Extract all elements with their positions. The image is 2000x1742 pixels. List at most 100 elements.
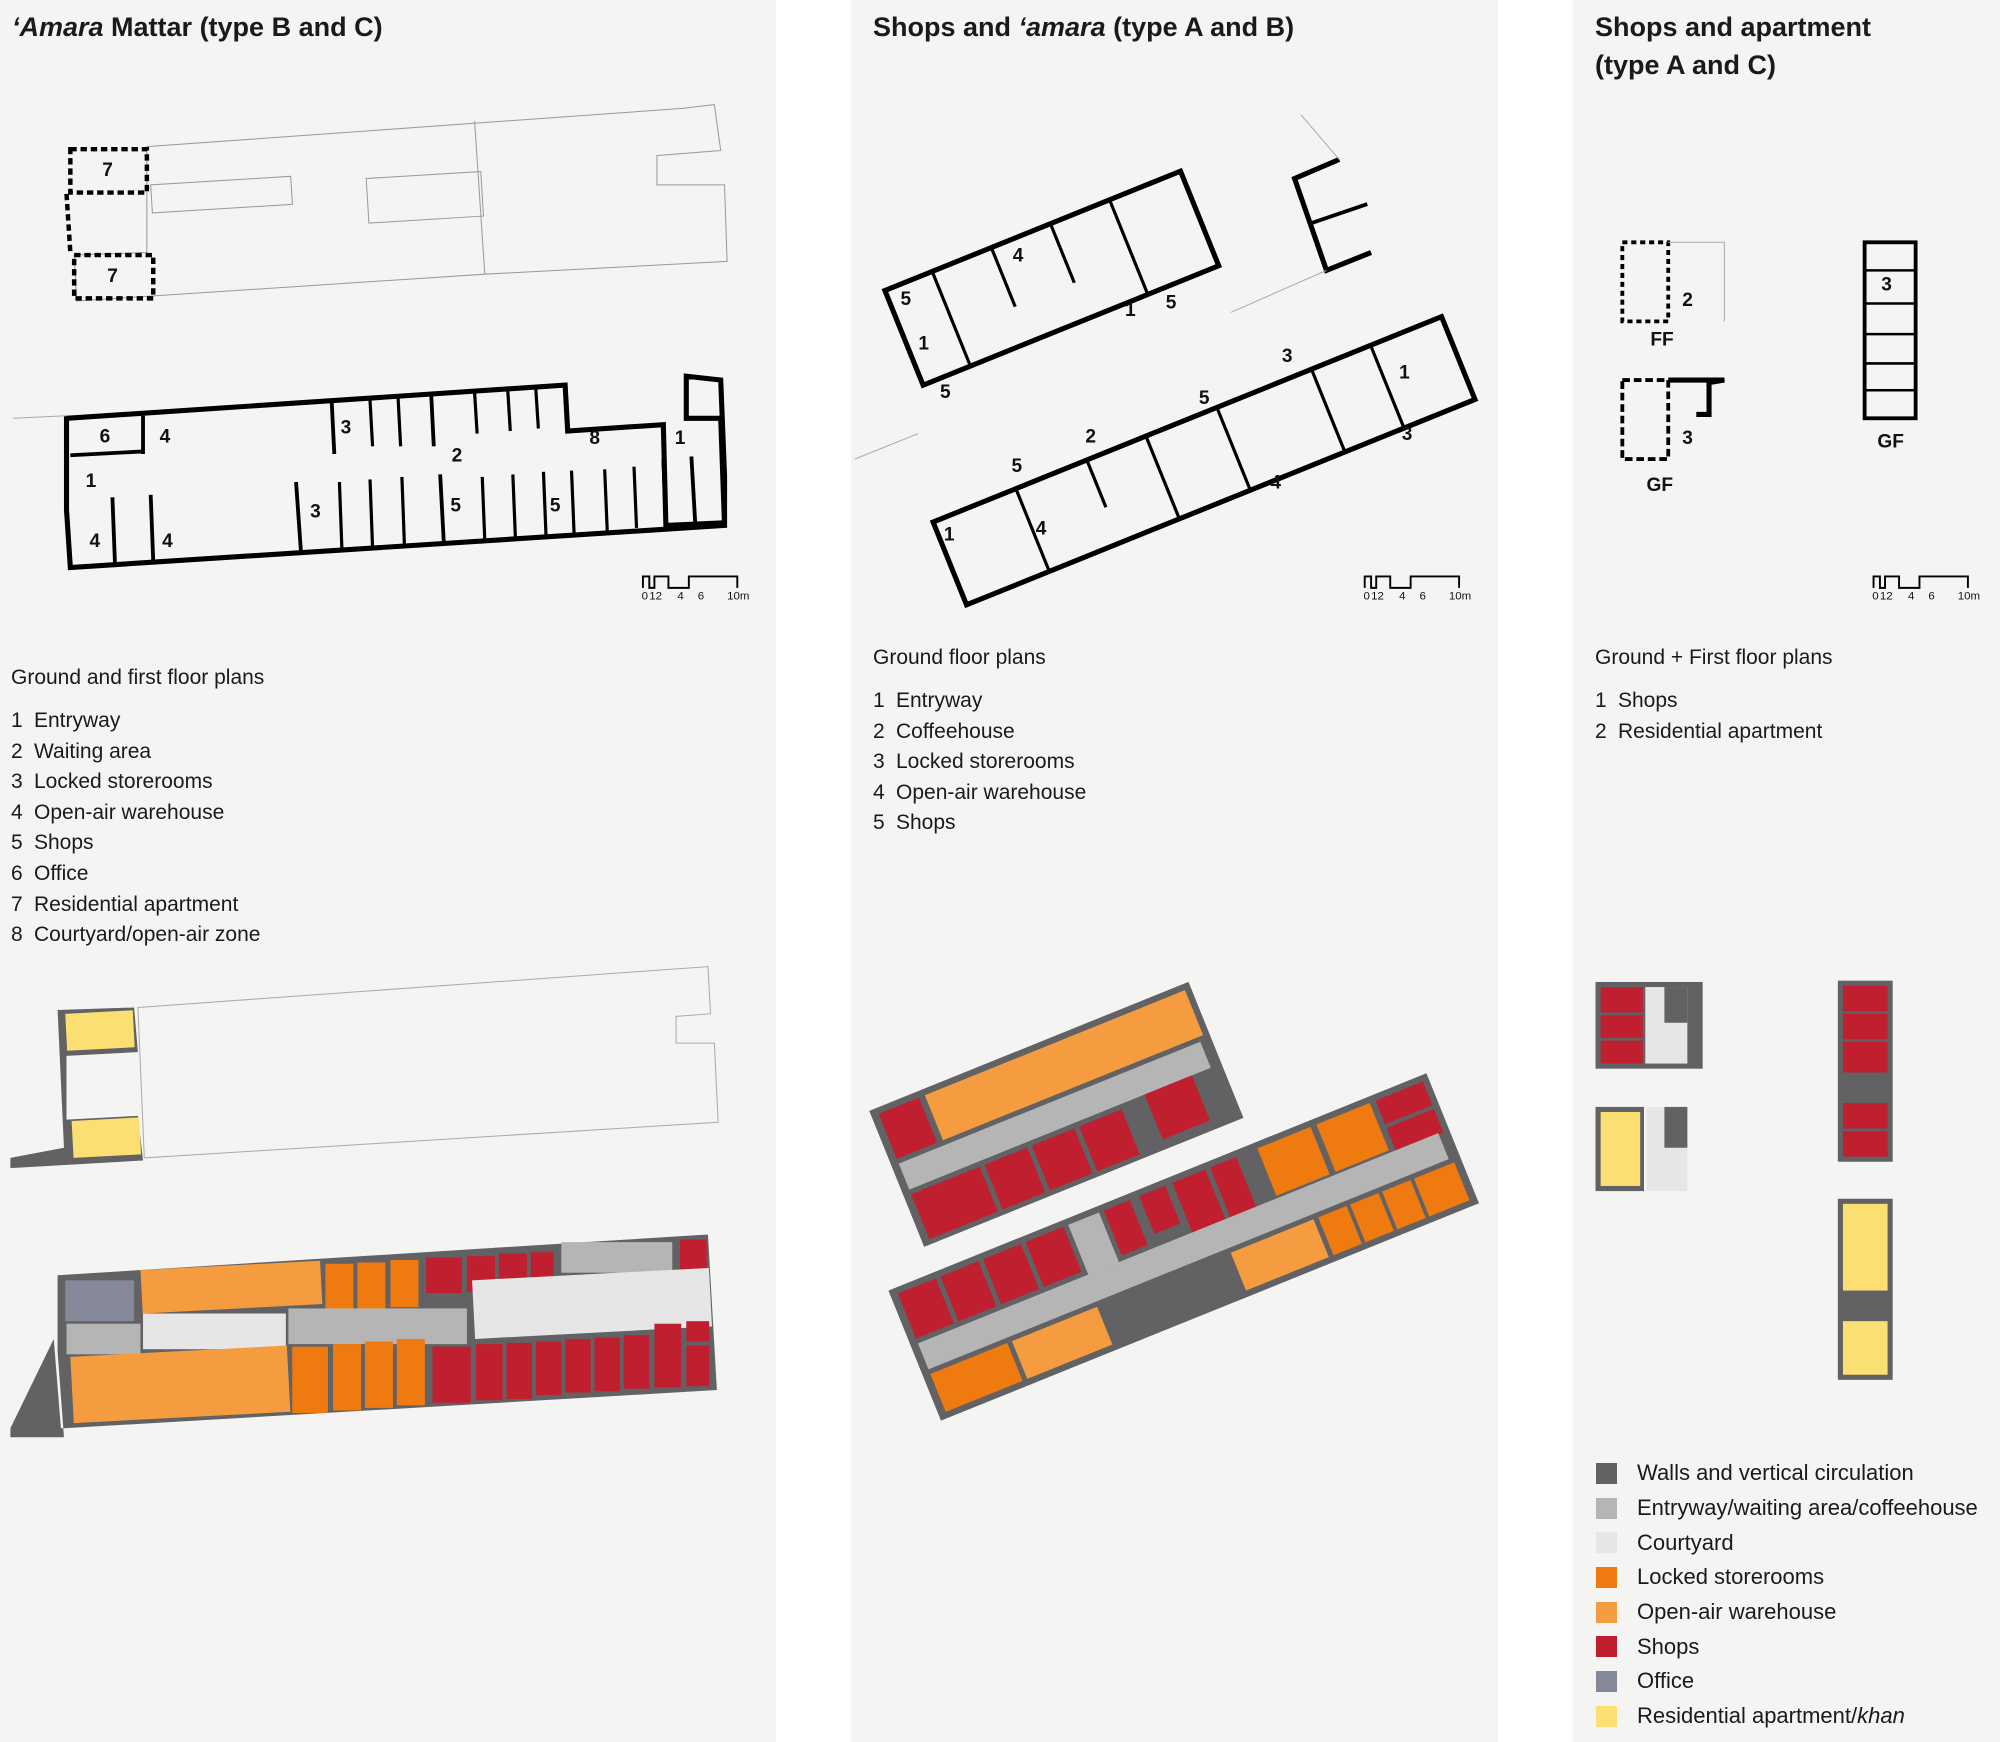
room-label: 2 bbox=[1682, 290, 1693, 311]
panel-title: Shops and ‘amara (type A and B) bbox=[873, 8, 1294, 46]
room-label: 3 bbox=[310, 502, 321, 523]
amara-first-floor-colored bbox=[10, 966, 719, 1169]
title-text: Shops and bbox=[873, 12, 1019, 42]
room-label: 1 bbox=[918, 333, 929, 354]
legend-swatch bbox=[1596, 1497, 1617, 1519]
scale-tick: 2 bbox=[1377, 590, 1383, 602]
panel-shops-and-amara bbox=[851, 0, 1498, 1742]
room-label: 4 bbox=[1270, 472, 1281, 493]
scale-tick: 2 bbox=[656, 590, 662, 602]
room-label: 1 bbox=[675, 428, 686, 449]
room-label: 3 bbox=[1682, 428, 1693, 449]
room-label: 1 bbox=[944, 525, 955, 546]
legend-swatch bbox=[1596, 1705, 1617, 1727]
room-label: 4 bbox=[89, 531, 100, 552]
scale-bar: 0 1 2 4 6 10m bbox=[1363, 575, 1471, 602]
plan-labels-panel2: 4 5 1 5 1 5 5 2 5 3 1 3 4 1 4 bbox=[901, 245, 1413, 545]
legend-swatch bbox=[1596, 1670, 1617, 1692]
scale-tick: 6 bbox=[1420, 590, 1426, 602]
panel-amara-mattar bbox=[0, 0, 776, 1742]
scale-bar: 0 1 2 4 6 10m bbox=[642, 575, 749, 602]
room-label: 4 bbox=[1036, 518, 1047, 539]
shops-amara-ground-plan bbox=[854, 114, 1479, 609]
legend-item: Shops bbox=[1596, 1629, 1978, 1664]
title-italic: ‘amara bbox=[1018, 12, 1106, 42]
scale-tick: 2 bbox=[1886, 590, 1892, 602]
room-label: 8 bbox=[589, 428, 600, 449]
scale-tick: 1 bbox=[649, 590, 655, 602]
room-label: 5 bbox=[940, 382, 951, 403]
scale-tick: 1 bbox=[1880, 590, 1886, 602]
room-label: 3 bbox=[1881, 275, 1892, 296]
amara-first-floor-plan bbox=[64, 104, 728, 302]
plan-subtitle: Ground floor plans bbox=[873, 646, 1046, 669]
legend-swatch bbox=[1596, 1566, 1617, 1588]
floor-label: GF bbox=[1647, 475, 1674, 496]
shops-apartment-line-plans bbox=[1620, 240, 1918, 462]
scale-tick: 6 bbox=[1928, 590, 1934, 602]
room-label: 3 bbox=[1402, 424, 1413, 445]
room-label: 4 bbox=[160, 427, 171, 448]
legend-item: Courtyard bbox=[1596, 1525, 1978, 1560]
floor-label: FF bbox=[1650, 330, 1673, 351]
room-label: 4 bbox=[162, 531, 173, 552]
legend-item: Open-air warehouse bbox=[1596, 1595, 1978, 1630]
scale-tick: 0 bbox=[642, 590, 648, 602]
room-label: 4 bbox=[1013, 245, 1024, 266]
legend-swatch bbox=[1596, 1462, 1617, 1484]
room-label: 5 bbox=[550, 495, 561, 516]
legend-item: Locked storerooms bbox=[1596, 1560, 1978, 1595]
legend-swatch bbox=[1596, 1601, 1617, 1623]
room-label: 5 bbox=[450, 495, 461, 516]
room-label: 1 bbox=[1125, 300, 1136, 321]
room-label: 2 bbox=[452, 446, 463, 467]
room-label: 3 bbox=[341, 418, 352, 439]
panel-title: ‘Amara Mattar (type B and C) bbox=[12, 8, 383, 46]
panel-shops-and-apartment bbox=[1573, 0, 2000, 1742]
room-label: 1 bbox=[1399, 363, 1410, 384]
legend-swatch bbox=[1596, 1636, 1617, 1658]
amara-ground-floor-plan bbox=[12, 373, 728, 571]
scale-tick: 0 bbox=[1363, 590, 1369, 602]
scale-tick: 10m bbox=[1449, 590, 1471, 602]
legend-item: Walls and vertical circulation bbox=[1596, 1456, 1978, 1491]
scale-tick: 4 bbox=[1399, 590, 1406, 602]
title-text: (type A and B) bbox=[1105, 12, 1295, 42]
panel-title: Shops and apartment (type A and C) bbox=[1595, 8, 1871, 84]
plan-labels-panel1: 7 7 6 4 3 2 8 1 1 3 5 5 4 4 bbox=[86, 160, 686, 552]
plan-labels-panel3: 2 FF 3 GF 3 GF bbox=[1647, 275, 1904, 496]
plan-subtitle: Ground + First floor plans bbox=[1595, 646, 1833, 669]
title-line: Shops and apartment bbox=[1595, 12, 1872, 42]
room-label: 7 bbox=[102, 160, 113, 181]
plan-subtitle: Ground and first floor plans bbox=[11, 666, 265, 689]
room-label: 1 bbox=[86, 471, 97, 492]
legend-item: Residential apartment/khan bbox=[1596, 1699, 1978, 1734]
title-line: (type A and C) bbox=[1595, 50, 1776, 80]
room-label: 5 bbox=[1199, 388, 1210, 409]
room-label: 2 bbox=[1085, 427, 1096, 448]
scale-bar: 0 1 2 4 6 10m bbox=[1872, 575, 1980, 602]
scale-tick: 10m bbox=[1958, 590, 1980, 602]
scale-tick: 4 bbox=[1908, 590, 1915, 602]
color-legend: Walls and vertical circulation Entryway/… bbox=[1596, 1456, 1978, 1734]
shops-apartment-colored-plans bbox=[1595, 980, 1893, 1380]
room-label: 5 bbox=[1011, 456, 1022, 477]
shops-amara-colored-plan bbox=[869, 981, 1479, 1421]
amara-ground-floor-colored bbox=[10, 1234, 717, 1438]
